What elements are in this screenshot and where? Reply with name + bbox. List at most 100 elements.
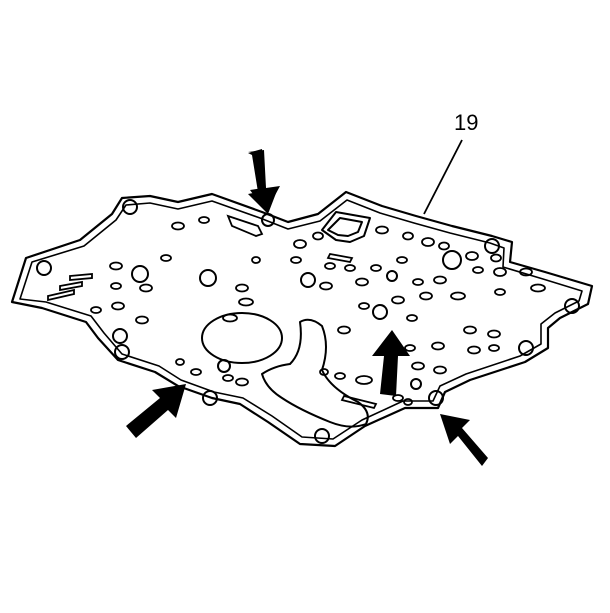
- elongated-slot: [47, 288, 75, 302]
- bolt-hole: [114, 344, 130, 360]
- passage-slot: [465, 251, 479, 261]
- passage-slot: [375, 225, 389, 235]
- gasket-outer-edge: [10, 190, 594, 448]
- callout-leader-line: [423, 139, 463, 215]
- square-port-opening: [321, 211, 371, 243]
- passage-slot: [90, 306, 102, 314]
- passage-slot: [190, 368, 202, 376]
- passage-slot: [175, 358, 185, 366]
- passage-slot: [355, 375, 373, 385]
- gasket-inner-edge: [19, 199, 583, 440]
- passage-slot: [370, 264, 382, 272]
- large-bore-opening: [201, 312, 283, 364]
- passage-slot: [111, 301, 125, 311]
- passage-slot: [463, 325, 477, 335]
- bolt-hole: [300, 272, 316, 288]
- passage-slot: [530, 283, 546, 293]
- passage-slot: [419, 291, 433, 301]
- passage-slot: [109, 261, 123, 271]
- bolt-hole: [36, 260, 52, 276]
- passage-slot: [139, 283, 153, 293]
- passage-slot: [358, 302, 370, 310]
- elongated-slot: [226, 214, 264, 237]
- bolt-hole: [518, 340, 534, 356]
- bolt-hole: [202, 390, 218, 406]
- passage-slot: [293, 239, 307, 249]
- passage-slot: [403, 398, 413, 406]
- passage-slot: [235, 377, 249, 387]
- elongated-slot: [326, 252, 354, 264]
- bolt-hole: [112, 328, 128, 344]
- passage-slot: [355, 277, 369, 287]
- curved-channel-opening: [261, 318, 369, 428]
- bolt-hole: [564, 298, 580, 314]
- passage-slot: [411, 361, 425, 371]
- passage-slot: [222, 374, 234, 382]
- bolt-hole: [386, 270, 398, 282]
- bolt-hole: [428, 390, 444, 406]
- passage-slot: [421, 237, 435, 247]
- passage-slot: [392, 394, 404, 402]
- passage-slot: [391, 295, 405, 305]
- bolt-hole: [131, 265, 149, 283]
- bolt-hole: [314, 428, 330, 444]
- callout-label: 19: [454, 110, 478, 135]
- bolt-hole: [217, 359, 231, 373]
- passage-slot: [160, 254, 172, 262]
- passage-slot: [334, 372, 346, 380]
- passage-slot: [319, 281, 333, 291]
- passage-slot: [238, 297, 254, 307]
- bolt-hole: [372, 304, 388, 320]
- passage-slot: [235, 283, 249, 293]
- passage-slot: [433, 365, 447, 375]
- passage-slot: [402, 231, 414, 241]
- passage-slot: [222, 313, 238, 323]
- gasket-openings: [201, 211, 371, 428]
- elongated-slot: [59, 280, 83, 292]
- bolt-hole: [484, 238, 500, 254]
- passage-slot: [467, 345, 481, 355]
- passage-slot: [490, 253, 502, 263]
- bolt-hole: [410, 378, 422, 390]
- passage-slot: [344, 264, 356, 272]
- passage-slot: [472, 266, 484, 274]
- passage-slot: [171, 221, 185, 231]
- passage-slot: [404, 344, 416, 352]
- passage-slot: [135, 315, 149, 325]
- passage-slot: [337, 325, 351, 335]
- pointer-arrows: [126, 149, 488, 466]
- passage-slot: [198, 216, 210, 224]
- callout-19: 19: [423, 110, 478, 215]
- arrow-center-icon: [372, 330, 410, 396]
- passage-slot: [319, 368, 329, 376]
- passage-slot: [110, 282, 122, 290]
- passage-slot: [406, 314, 418, 322]
- bolt-hole: [199, 269, 217, 287]
- passage-slot: [290, 256, 302, 264]
- passage-slot: [450, 291, 466, 301]
- passage-slot: [438, 241, 450, 251]
- elongated-slot: [340, 394, 378, 410]
- bolt-hole: [442, 250, 462, 270]
- passage-slot: [324, 262, 336, 270]
- arrow-right-icon: [440, 414, 488, 466]
- passage-slot: [433, 275, 447, 285]
- arrow-left-icon: [126, 384, 186, 438]
- square-port-inner: [327, 217, 363, 237]
- passage-slot: [251, 256, 261, 264]
- passage-slot: [312, 231, 324, 241]
- passage-slot: [396, 256, 408, 264]
- passage-slot: [493, 267, 507, 277]
- elongated-slot: [69, 273, 93, 281]
- passage-slot: [431, 341, 445, 351]
- passage-slot: [494, 288, 506, 296]
- oil-passages: [47, 214, 546, 410]
- bolt-hole: [122, 199, 138, 215]
- bolt-holes: [36, 199, 580, 444]
- arrow-top-body: [248, 149, 278, 214]
- passage-slot: [487, 329, 501, 339]
- passage-slot: [488, 344, 500, 352]
- passage-slot: [412, 278, 424, 286]
